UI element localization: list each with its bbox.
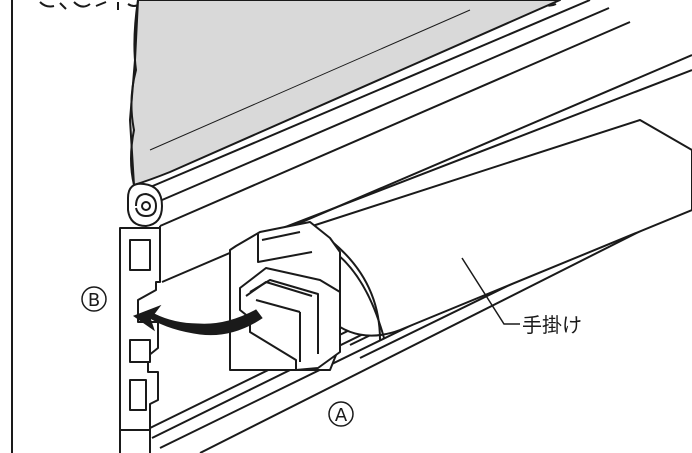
callout-b-label: B xyxy=(88,290,100,311)
callout-a-circle xyxy=(328,401,354,427)
curved-arrow xyxy=(132,304,263,336)
fabric-panel-edge xyxy=(130,0,139,186)
handle-leader-line xyxy=(461,257,520,325)
handle-cylinder xyxy=(299,119,692,341)
fabric-panel xyxy=(129,0,561,186)
callout-a-label: A xyxy=(335,405,348,426)
rolled-hem xyxy=(127,182,164,228)
handle-label: 手掛け xyxy=(522,313,582,337)
end-cap-profile xyxy=(119,227,161,453)
fabric-crease xyxy=(149,9,471,151)
callout-b-circle xyxy=(81,286,107,312)
